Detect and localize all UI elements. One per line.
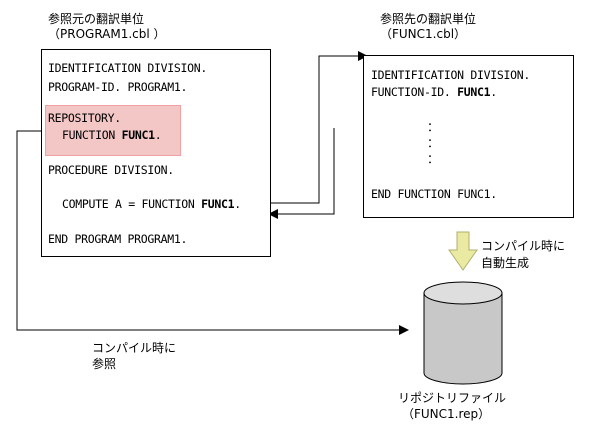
auto-generate-label-line2: 自動生成 [481,256,530,270]
reference-connector [16,130,400,331]
target-line-identification: IDENTIFICATION DIVISION. [371,68,530,82]
source-line-program-id: PROGRAM-ID. PROGRAM1. [48,80,188,94]
compute-function-name: FUNC1 [201,197,235,211]
function-keyword: FUNCTION [62,128,122,142]
target-filename: （FUNC1.cbl） [380,27,467,41]
return-arrowhead [268,209,278,219]
source-line-identification: IDENTIFICATION DIVISION. [48,61,207,75]
source-title: 参照元の翻訳単位 [48,12,145,26]
repository-file-label: リポジトリファイル [398,391,507,405]
reference-arrowhead [399,325,409,335]
function-name: FUNC1 [121,128,155,142]
target-ellipsis-1: ： [427,120,440,134]
reference-label-line2: 参照 [92,357,117,371]
target-ellipsis-3: ： [427,152,440,166]
source-line-function: FUNCTION FUNC1. [62,128,162,142]
call-connector [264,55,360,204]
function-id-name: FUNC1 [457,85,491,99]
return-connector [276,128,335,215]
reference-label-line1: コンパイル時に [92,341,177,355]
source-line-repository: REPOSITORY. [48,111,121,125]
function-dot: . [154,128,162,142]
compute-prefix: COMPUTE A = FUNCTION [62,197,202,211]
repository-highlight [45,105,181,156]
source-line-end: END PROGRAM PROGRAM1. [48,232,188,246]
function-id-dot: . [490,85,497,99]
source-filename: （PROGRAM1.cbl ） [48,27,166,41]
repository-file-filename: （FUNC1.rep） [402,407,491,421]
auto-generate-arrow [448,231,478,271]
auto-generate-label-line1: コンパイル時に [481,239,566,253]
target-unit-box: IDENTIFICATION DIVISION. FUNCTION-ID. FU… [363,55,574,218]
target-ellipsis-2: ： [427,136,440,150]
compute-dot: . [234,197,241,211]
source-line-compute: COMPUTE A = FUNCTION FUNC1. [62,197,241,211]
source-unit-box: IDENTIFICATION DIVISION. PROGRAM-ID. PRO… [41,49,271,257]
target-line-function-id: FUNCTION-ID. FUNC1. [371,85,497,99]
source-line-procedure: PROCEDURE DIVISION. [48,163,174,177]
function-id-prefix: FUNCTION-ID. [371,85,458,99]
repository-file-cylinder [423,281,503,385]
target-title: 参照先の翻訳単位 [380,12,477,26]
target-line-end: END FUNCTION FUNC1. [371,187,497,201]
